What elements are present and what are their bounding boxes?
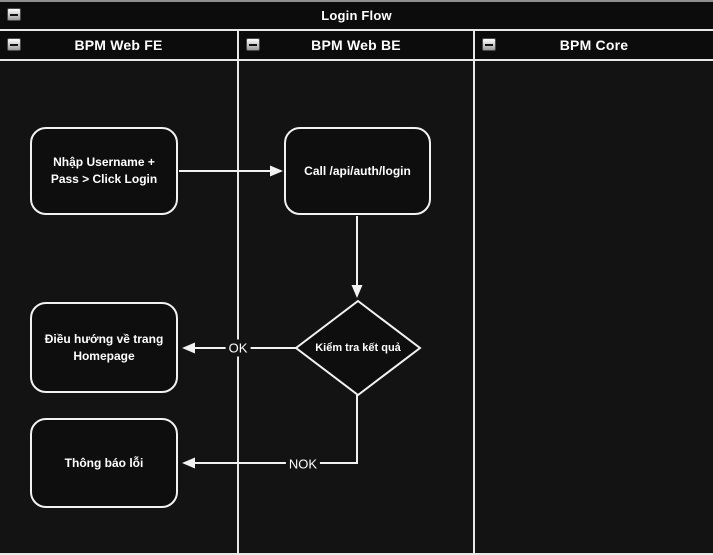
lane-fe-label: BPM Web FE	[74, 37, 163, 53]
title-separator-line	[0, 29, 713, 31]
pool-bottom-border	[0, 553, 713, 555]
decision-diamond-shape[interactable]	[294, 299, 422, 397]
edge-label-ok: OK	[225, 339, 251, 357]
lane-body-bpm-core	[475, 61, 713, 553]
lane-header-bpm-core[interactable]: BPM Core	[475, 31, 713, 59]
lane-divider-fe-be	[237, 31, 239, 553]
node-call-login-api[interactable]: Call /api/auth/login	[284, 127, 431, 215]
lane-be-label: BPM Web BE	[311, 37, 401, 53]
node-navigate-homepage[interactable]: Điều hướng về trang Homepage	[30, 302, 178, 393]
node-enter-credentials[interactable]: Nhập Username + Pass > Click Login	[30, 127, 178, 215]
lane-fe-collapse-minus-icon[interactable]	[7, 38, 21, 51]
minus-glyph	[485, 44, 493, 46]
edge-check-to-error[interactable]	[182, 395, 358, 469]
lane-core-label: BPM Core	[559, 37, 629, 53]
minus-glyph	[249, 44, 257, 46]
lane-be-collapse-minus-icon[interactable]	[246, 38, 260, 51]
pool-title-bar: Login Flow	[0, 2, 713, 29]
node-show-error[interactable]: Thông báo lỗi	[30, 418, 178, 508]
lane-header-bpm-web-fe[interactable]: BPM Web FE	[0, 31, 237, 59]
header-separator-line	[0, 59, 713, 61]
pool-collapse-minus-icon[interactable]	[7, 8, 21, 21]
node-check-result-label[interactable]: Kiểm tra kết quả	[315, 342, 401, 354]
lane-core-collapse-minus-icon[interactable]	[482, 38, 496, 51]
lane-header-row: BPM Web FE BPM Web BE BPM Core	[0, 31, 713, 59]
minus-glyph	[10, 44, 18, 46]
edge-label-nok: NOK	[285, 455, 321, 473]
lane-divider-be-core	[473, 31, 475, 553]
pool-title: Login Flow	[321, 8, 392, 23]
pool-top-border	[0, 0, 713, 2]
lane-header-bpm-web-be[interactable]: BPM Web BE	[239, 31, 473, 59]
minus-glyph	[10, 14, 18, 16]
